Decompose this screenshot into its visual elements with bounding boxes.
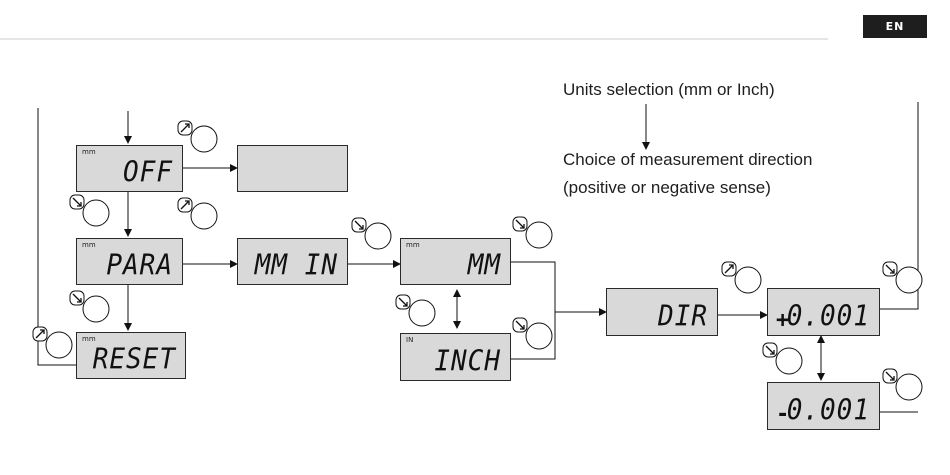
lcd-blank <box>237 145 348 192</box>
lcd-off-value: OFF <box>123 156 173 189</box>
knob-long-press-icon-dir <box>721 261 762 294</box>
knob-short-press-icon-para-down <box>69 290 110 323</box>
lcd-reset-value: RESET <box>92 343 176 376</box>
knob-short-press-icon-mmin <box>351 217 392 250</box>
knob-long-press-icon-para <box>177 197 218 230</box>
knob-long-press-icon-off <box>177 120 218 153</box>
lcd-mm: mm MM <box>400 238 511 285</box>
lcd-inch-unit: IN <box>406 336 414 344</box>
lcd-mm-unit: mm <box>406 241 420 249</box>
knob-short-press-icon-mm-inch <box>395 294 436 327</box>
lcd-dir: DIR <box>606 288 718 336</box>
knob-short-press-icon-off-down <box>69 194 110 227</box>
lcd-minus: - 0.001 <box>767 382 880 430</box>
units-selection-note: Units selection (mm or Inch) <box>563 80 775 99</box>
lcd-minus-value: 0.001 <box>786 394 870 427</box>
lcd-plus: + 0.001 <box>767 288 880 336</box>
language-badge: EN <box>863 15 927 38</box>
lcd-off: mm OFF <box>76 145 183 192</box>
header-divider <box>0 38 828 40</box>
knob-short-press-icon-inch <box>512 317 553 350</box>
direction-note-line-1: Choice of measurement direction <box>563 150 813 169</box>
knob-short-press-icon-plus-minus <box>762 342 803 375</box>
lcd-reset: mm RESET <box>76 332 186 379</box>
direction-note-line-2: (positive or negative sense) <box>563 178 771 197</box>
lcd-minus-sign: - <box>776 402 790 427</box>
knob-short-press-icon-mm <box>512 216 553 249</box>
lcd-plus-value: 0.001 <box>786 300 870 333</box>
lcd-inch-value: INCH <box>434 345 501 378</box>
knob-long-press-icon-reset <box>32 326 73 359</box>
lcd-off-unit: mm <box>82 148 96 156</box>
lcd-plus-sign: + <box>776 308 790 333</box>
lcd-para-unit: mm <box>82 241 96 249</box>
lcd-dir-value: DIR <box>658 300 708 333</box>
lcd-mm-in-value: MM IN <box>254 249 338 282</box>
lcd-mm-value: MM <box>467 249 501 282</box>
knob-short-press-icon-minus <box>882 368 923 401</box>
lcd-inch: IN INCH <box>400 333 511 381</box>
knob-short-press-icon-plus <box>882 261 923 294</box>
lcd-para: mm PARA <box>76 238 183 285</box>
lcd-mm-in: MM IN <box>237 238 348 285</box>
lcd-reset-unit: mm <box>82 335 96 343</box>
lcd-para-value: PARA <box>106 249 173 282</box>
